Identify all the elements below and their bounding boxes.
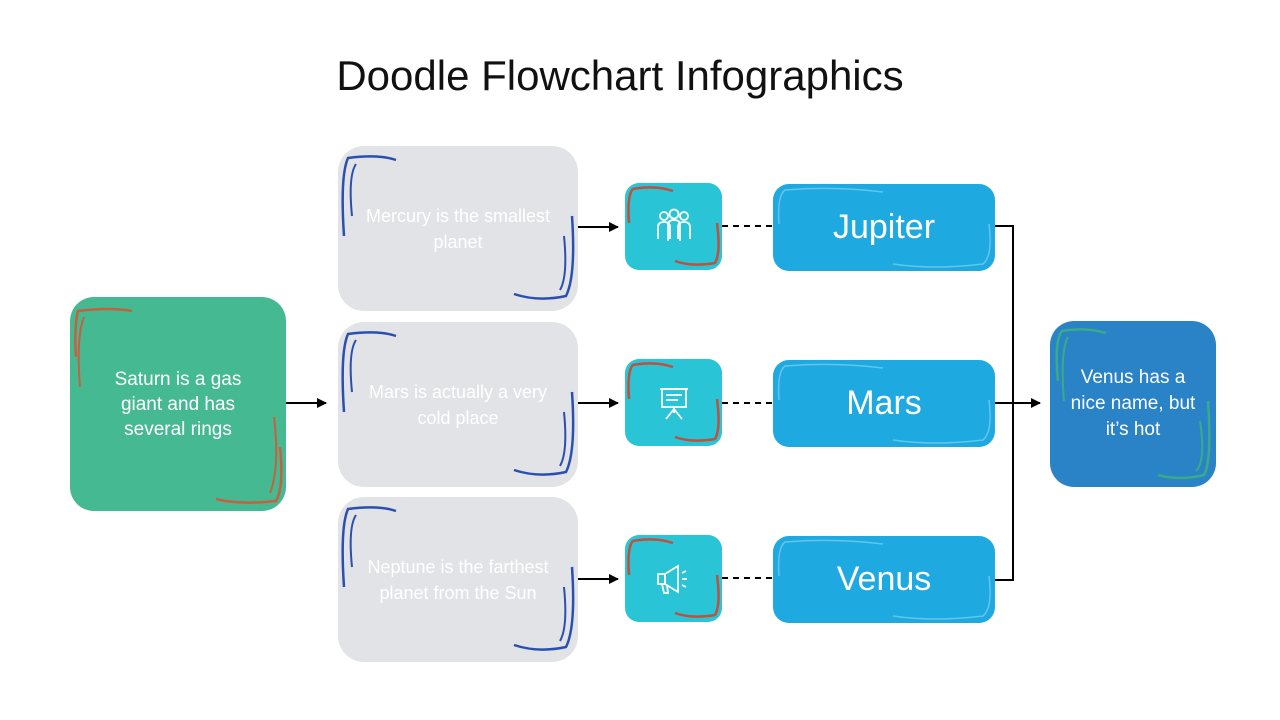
- step-box-2: Mars is actually a very cold place: [338, 322, 578, 487]
- end-box: Venus has a nice name, but it’s hot: [1050, 321, 1216, 487]
- doodle-corner-decoration: [627, 362, 720, 442]
- start-text: Saturn is a gas giant and has several ri…: [114, 368, 242, 440]
- planet-box-1: Jupiter: [773, 184, 995, 271]
- doodle-corner-decoration: [627, 186, 720, 266]
- planet-box-3: Venus: [773, 536, 995, 623]
- megaphone-icon: [656, 563, 687, 594]
- doodle-corner-decoration: [74, 307, 283, 504]
- doodle-corner-decoration: [341, 331, 575, 476]
- people-group-icon: [656, 208, 691, 241]
- planet-label-2: Mars: [846, 384, 922, 422]
- doodle-corner-decoration: [777, 539, 991, 620]
- presentation-board-icon: [659, 387, 688, 420]
- icon-box-1: [625, 183, 722, 270]
- doodle-corner-decoration: [777, 363, 991, 444]
- doodle-corner-decoration: [1055, 328, 1211, 480]
- doodle-corner-decoration: [341, 155, 575, 300]
- step-box-3: Neptune is the farthest planet from the …: [338, 497, 578, 662]
- doodle-corner-decoration: [627, 538, 720, 618]
- planet-label-1: Jupiter: [832, 208, 936, 246]
- doodle-corner-decoration: [777, 187, 991, 268]
- step-text-3: Neptune is the farthest planet from the …: [367, 556, 549, 603]
- step-text-2: Mars is actually a very cold place: [368, 381, 548, 428]
- step-box-1: Mercury is the smallest planet: [338, 146, 578, 311]
- icon-box-2: [625, 359, 722, 446]
- step-text-1: Mercury is the smallest planet: [365, 205, 551, 252]
- planet-box-2: Mars: [773, 360, 995, 447]
- start-box: Saturn is a gas giant and has several ri…: [70, 297, 286, 511]
- planet-label-3: Venus: [836, 560, 932, 598]
- icon-box-3: [625, 535, 722, 622]
- doodle-corner-decoration: [341, 506, 575, 651]
- page-title: Doodle Flowchart Infographics: [336, 52, 904, 99]
- end-text: Venus has a nice name, but it’s hot: [1070, 367, 1196, 440]
